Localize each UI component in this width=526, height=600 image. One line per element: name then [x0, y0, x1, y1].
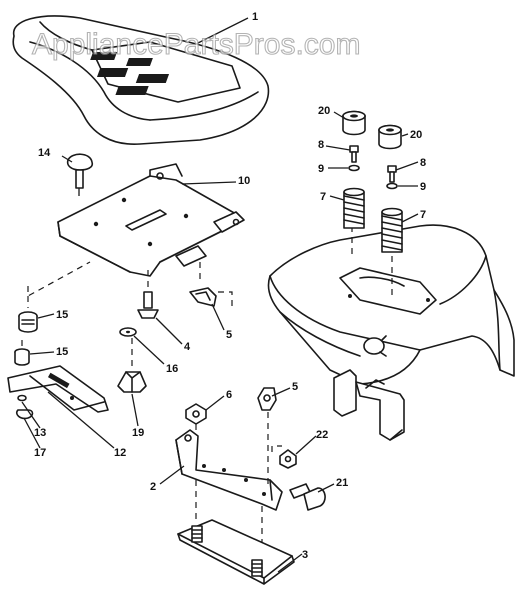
- spacer-part-15-upper: [18, 311, 38, 333]
- nut-part-22: [271, 445, 297, 469]
- callout-19: 19: [132, 427, 144, 439]
- mounting-bracket-part-2: [175, 429, 283, 511]
- callout-9-right: 9: [420, 181, 426, 193]
- callout-20-right: 20: [410, 129, 422, 141]
- callout-22: 22: [316, 429, 328, 441]
- callout-5-lower: 5: [292, 381, 298, 393]
- callout-8-right: 8: [420, 157, 426, 169]
- callout-6: 6: [226, 389, 232, 401]
- callout-4: 4: [184, 341, 191, 353]
- spacer-part-20-right: [378, 124, 402, 150]
- callout-5-upper: 5: [226, 329, 232, 341]
- callout-13: 13: [34, 427, 46, 439]
- base-plate-part-3: [177, 480, 295, 585]
- bolt-part-4: [137, 270, 159, 319]
- callout-21: 21: [336, 477, 348, 489]
- knob-part-14: [66, 153, 94, 196]
- callout-20-left: 20: [318, 105, 330, 117]
- callout-15-upper: 15: [56, 309, 68, 321]
- slide-bracket-part-12: [7, 365, 109, 413]
- callout-15-lower: 15: [56, 346, 68, 358]
- callout-7-left: 7: [320, 191, 326, 203]
- washer-part-13: [17, 394, 27, 402]
- callout-numbers: 1 10 14 15 15 4 5 16 12 13 17 19 6 2 5 2…: [34, 11, 426, 561]
- latch-part-5-upper: [189, 262, 233, 310]
- bolt-part-8-left: [349, 145, 359, 163]
- callout-2: 2: [150, 481, 156, 493]
- bolt-part-8-right: [387, 165, 397, 183]
- callout-9-left: 9: [318, 163, 324, 175]
- callout-1: 1: [252, 11, 258, 23]
- bushing-part-19: [117, 338, 147, 393]
- latch-part-5-lower: [257, 387, 277, 486]
- callout-16: 16: [166, 363, 178, 375]
- leader-lines: [21, 17, 419, 573]
- washer-part-9-right: [386, 182, 398, 190]
- spacer-part-15-lower: [14, 348, 30, 366]
- bolt-part-21: [289, 483, 326, 511]
- callout-8-left: 8: [318, 139, 324, 151]
- washer-part-16: [119, 327, 137, 337]
- spacer-part-20-left: [342, 110, 366, 136]
- callout-12: 12: [114, 447, 126, 459]
- watermark: AppliancePartsPros.com: [32, 28, 360, 61]
- seat-pan-part-10: [57, 163, 245, 277]
- callout-17: 17: [34, 447, 46, 459]
- callout-7-right: 7: [420, 209, 426, 221]
- callout-14: 14: [38, 147, 51, 159]
- spring-part-7-right: [381, 207, 403, 253]
- callout-10: 10: [238, 175, 250, 187]
- frame-bracket: [333, 369, 405, 441]
- washer-part-9-left: [348, 164, 360, 172]
- nut-part-6: [185, 403, 207, 432]
- spring-part-7-left: [343, 187, 365, 229]
- callout-3: 3: [302, 549, 308, 561]
- seat-part-1: [12, 15, 270, 145]
